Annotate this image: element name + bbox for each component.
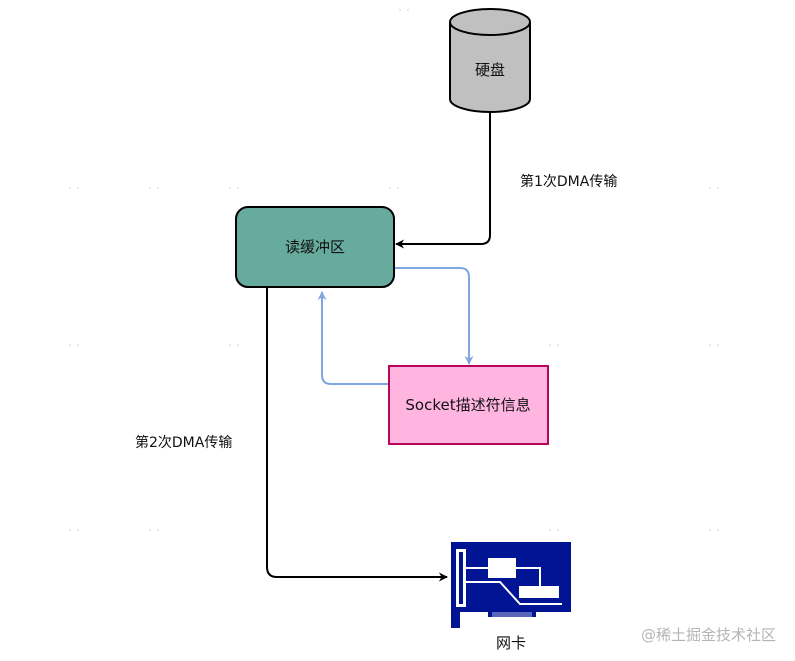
socket-box (388, 365, 549, 445)
edge-label-dma1: 第1次DMA传输 (520, 173, 617, 190)
edge-buffer-to-nic (266, 288, 448, 582)
disk-cylinder-top (449, 21, 531, 36)
read-buffer-node: 读缓冲区 (235, 206, 395, 288)
disk-label: 硬盘 (475, 61, 505, 79)
watermark-text: @稀土掘金技术社区 (641, 626, 776, 644)
nic-node: 网卡 (451, 542, 571, 652)
read-buffer-label: 读缓冲区 (285, 238, 345, 256)
disk-cylinder-icon (449, 8, 531, 113)
disk-node: 硬盘 (449, 8, 531, 113)
read-buffer-box (235, 206, 395, 288)
edge-buffer-to-socket (394, 267, 474, 365)
socket-node: Socket描述符信息 (388, 365, 549, 445)
edge-disk-to-buffer (395, 113, 491, 249)
background-grid-dots (69, 9, 719, 531)
edge-label-dma2: 第2次DMA传输 (135, 434, 232, 451)
edge-socket-to-buffer (317, 291, 388, 385)
network-card-icon (451, 542, 571, 628)
nic-label: 网卡 (496, 634, 526, 652)
socket-label: Socket描述符信息 (405, 396, 530, 414)
